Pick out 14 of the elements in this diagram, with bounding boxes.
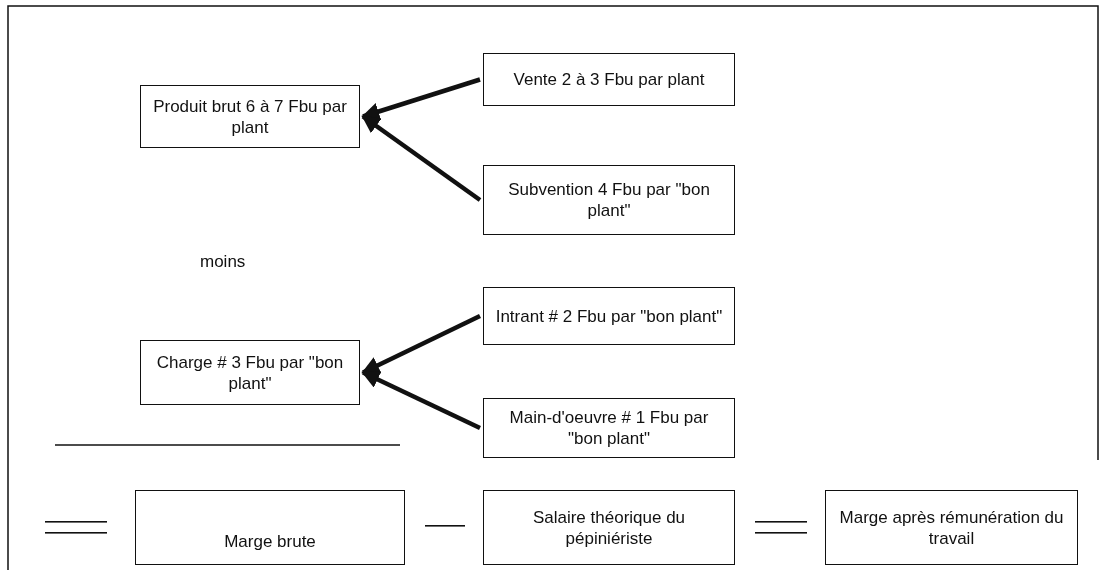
text-box: Vente 2 à 3 Fbu par plant: [483, 53, 735, 106]
text-box: Produit brut 6 à 7 Fbu par plant: [140, 85, 360, 148]
text-box: Subvention 4 Fbu par "bon plant": [483, 165, 735, 235]
arrow: [361, 77, 481, 121]
text-box: Marge après rémunération du travail: [825, 490, 1078, 565]
arrow: [361, 114, 482, 202]
text-label: moins: [200, 252, 246, 272]
arrow: [361, 313, 481, 375]
text-box: Intrant # 2 Fbu par "bon plant": [483, 287, 735, 345]
text-box: Main-d'oeuvre # 1 Fbu par "bon plant": [483, 398, 735, 458]
text-box: Salaire théorique du pépiniériste: [483, 490, 735, 565]
arrow: [361, 370, 481, 431]
text-box: Charge # 3 Fbu par "bon plant": [140, 340, 360, 405]
text-box: Marge brute: [135, 490, 405, 565]
